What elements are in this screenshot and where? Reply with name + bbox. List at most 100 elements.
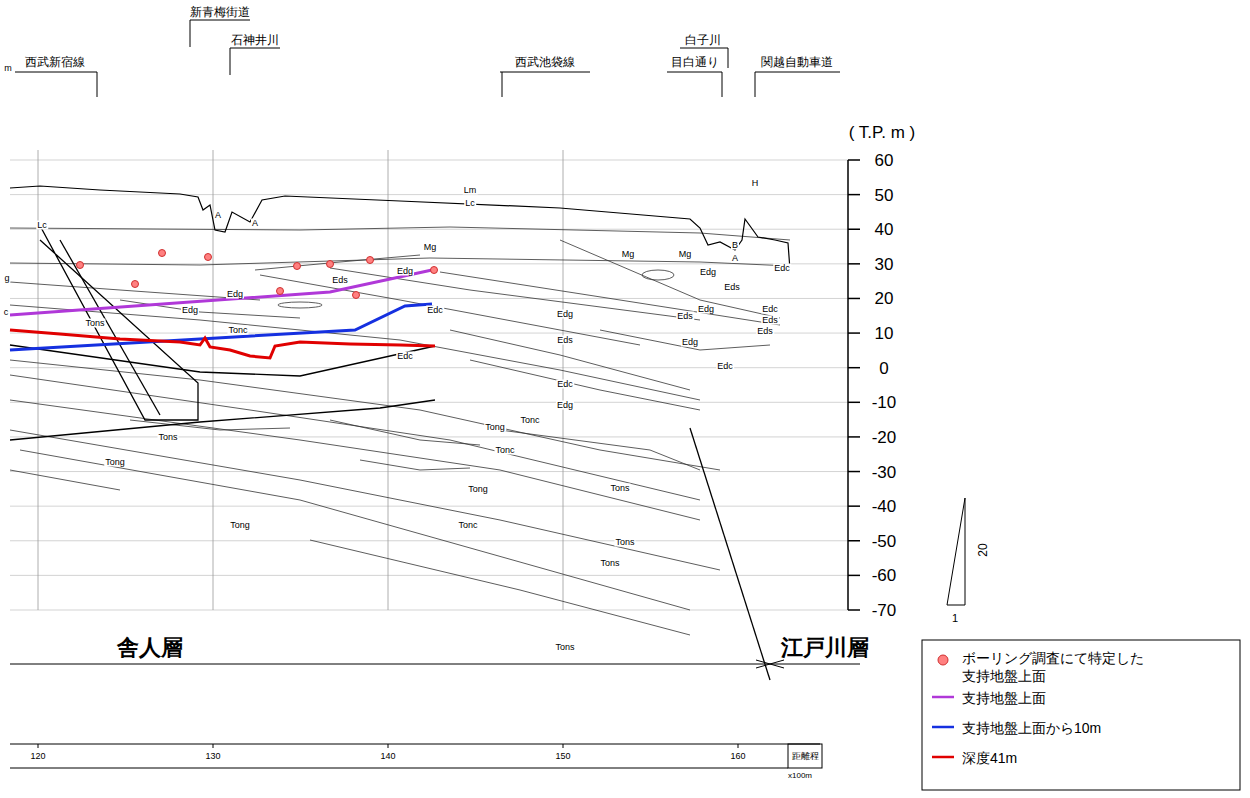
axis-label: 西武新宿線 [25,56,85,68]
strata-label: Edc [761,305,779,314]
axis-label: 新青梅街道 [190,6,250,18]
strata-label: Lc [36,221,48,230]
axis-label: x100m [788,772,812,780]
strata-label: Tons [599,559,620,568]
legend-text: 支持地盤上面 [962,690,1046,708]
axis-label: -30 [872,463,897,480]
strata-label: Lm [463,186,478,195]
axis-label: -10 [872,394,897,411]
formation-divider [10,660,860,668]
strata-label: Tonc [519,416,540,425]
axis-label: 江戸川層 [781,637,869,659]
strata-label: Edg [681,338,699,347]
axis-label: 石神井川 [231,34,279,46]
boring-point [77,250,438,299]
strata-label: Tong [484,423,506,432]
strata-label: Edc [426,306,444,315]
legend-frame [922,640,1240,790]
strata-label: Lc [464,199,476,208]
strata-boundary [10,227,790,635]
axis-label: 60 [875,152,894,169]
axis-label: 150 [555,752,570,761]
strata-label: Tonc [227,326,248,335]
axis-label: 40 [875,221,894,238]
strata-label: c [3,308,10,317]
grid [10,150,848,610]
strata-label: Edc [773,264,791,273]
strata-label: Tonc [457,521,478,530]
legend-sample [932,696,954,699]
strata-label: Edg [396,267,414,276]
strata-label: A [214,211,222,220]
strata-label: Mg [423,243,438,252]
axis-label: 0 [879,359,888,376]
strata-label: Edg [556,310,574,319]
strata-label: Tong [104,458,126,467]
axis-label: 50 [875,186,894,203]
axis-label: 130 [205,752,220,761]
legend-sample [932,756,954,759]
strata-label: Eds [761,316,779,325]
strata-label: m [3,64,13,73]
strata-label: A [251,219,259,228]
axis-label: -50 [872,532,897,549]
depth41-line [10,330,435,358]
location-bracket [15,20,840,97]
axis-label: -20 [872,428,897,445]
elevation-axis [848,160,860,610]
strata-label: Tonc [494,446,515,455]
strata-label: Eds [556,336,574,345]
strata-label: Eds [723,283,741,292]
axis-label: 20 [977,543,989,556]
axis-label: 距離程 [792,752,819,761]
scale-triangle [947,498,965,605]
strata-label: B [731,241,739,250]
strata-label: Eds [676,312,694,321]
strata-label: A [731,254,739,263]
strata-label: Tong [467,485,489,494]
strata-label: Edc [396,352,414,361]
strata-label: Mg [678,250,693,259]
axis-label: 10 [875,325,894,342]
axis-label: 30 [875,255,894,272]
strata-label: Edg [556,401,574,410]
strata-label: Edg [181,306,199,315]
strata-label: Edg [699,268,717,277]
axis-label: 120 [30,752,45,761]
strata-label: Tons [84,319,105,328]
axis-label: Tons [555,643,574,652]
strata-label: Tons [614,538,635,547]
axis-label: 西武池袋線 [515,56,575,68]
strata-label: g [3,274,10,283]
structure-line [10,222,770,680]
axis-label: -60 [872,567,897,584]
strata-label: H [751,179,760,188]
axis-label: 160 [730,752,745,761]
legend-sample [932,726,954,729]
axis-label: 舎人層 [117,637,183,659]
support-top-line [10,270,432,315]
strata-label: Edc [556,380,574,389]
strata-label: Eds [331,276,349,285]
axis-label: 目白通り [671,56,719,68]
axis-label: ( T.P. m ) [849,124,915,141]
axis-label: 140 [380,752,395,761]
strata-label: Edc [716,362,734,371]
strata-label: Edg [226,290,244,299]
axis-label: -70 [872,602,897,619]
axis-label: 20 [875,290,894,307]
axis-label: 白子川 [685,34,721,46]
strata-label: Tong [229,521,251,530]
strata-label: Mg [621,250,636,259]
legend-sample [938,655,948,665]
strata-label: Edg [697,305,715,314]
distance-axis [10,744,822,768]
axis-label: -40 [872,498,897,515]
strata-label: Eds [756,327,774,336]
strata-label: Tons [609,484,630,493]
legend-text: 深度41m [962,750,1017,768]
legend-text: ボーリング調査にて特定した 支持地盤上面 [962,650,1152,685]
axis-label: 1 [952,613,958,624]
legend-text: 支持地盤上面から10m [962,720,1101,738]
